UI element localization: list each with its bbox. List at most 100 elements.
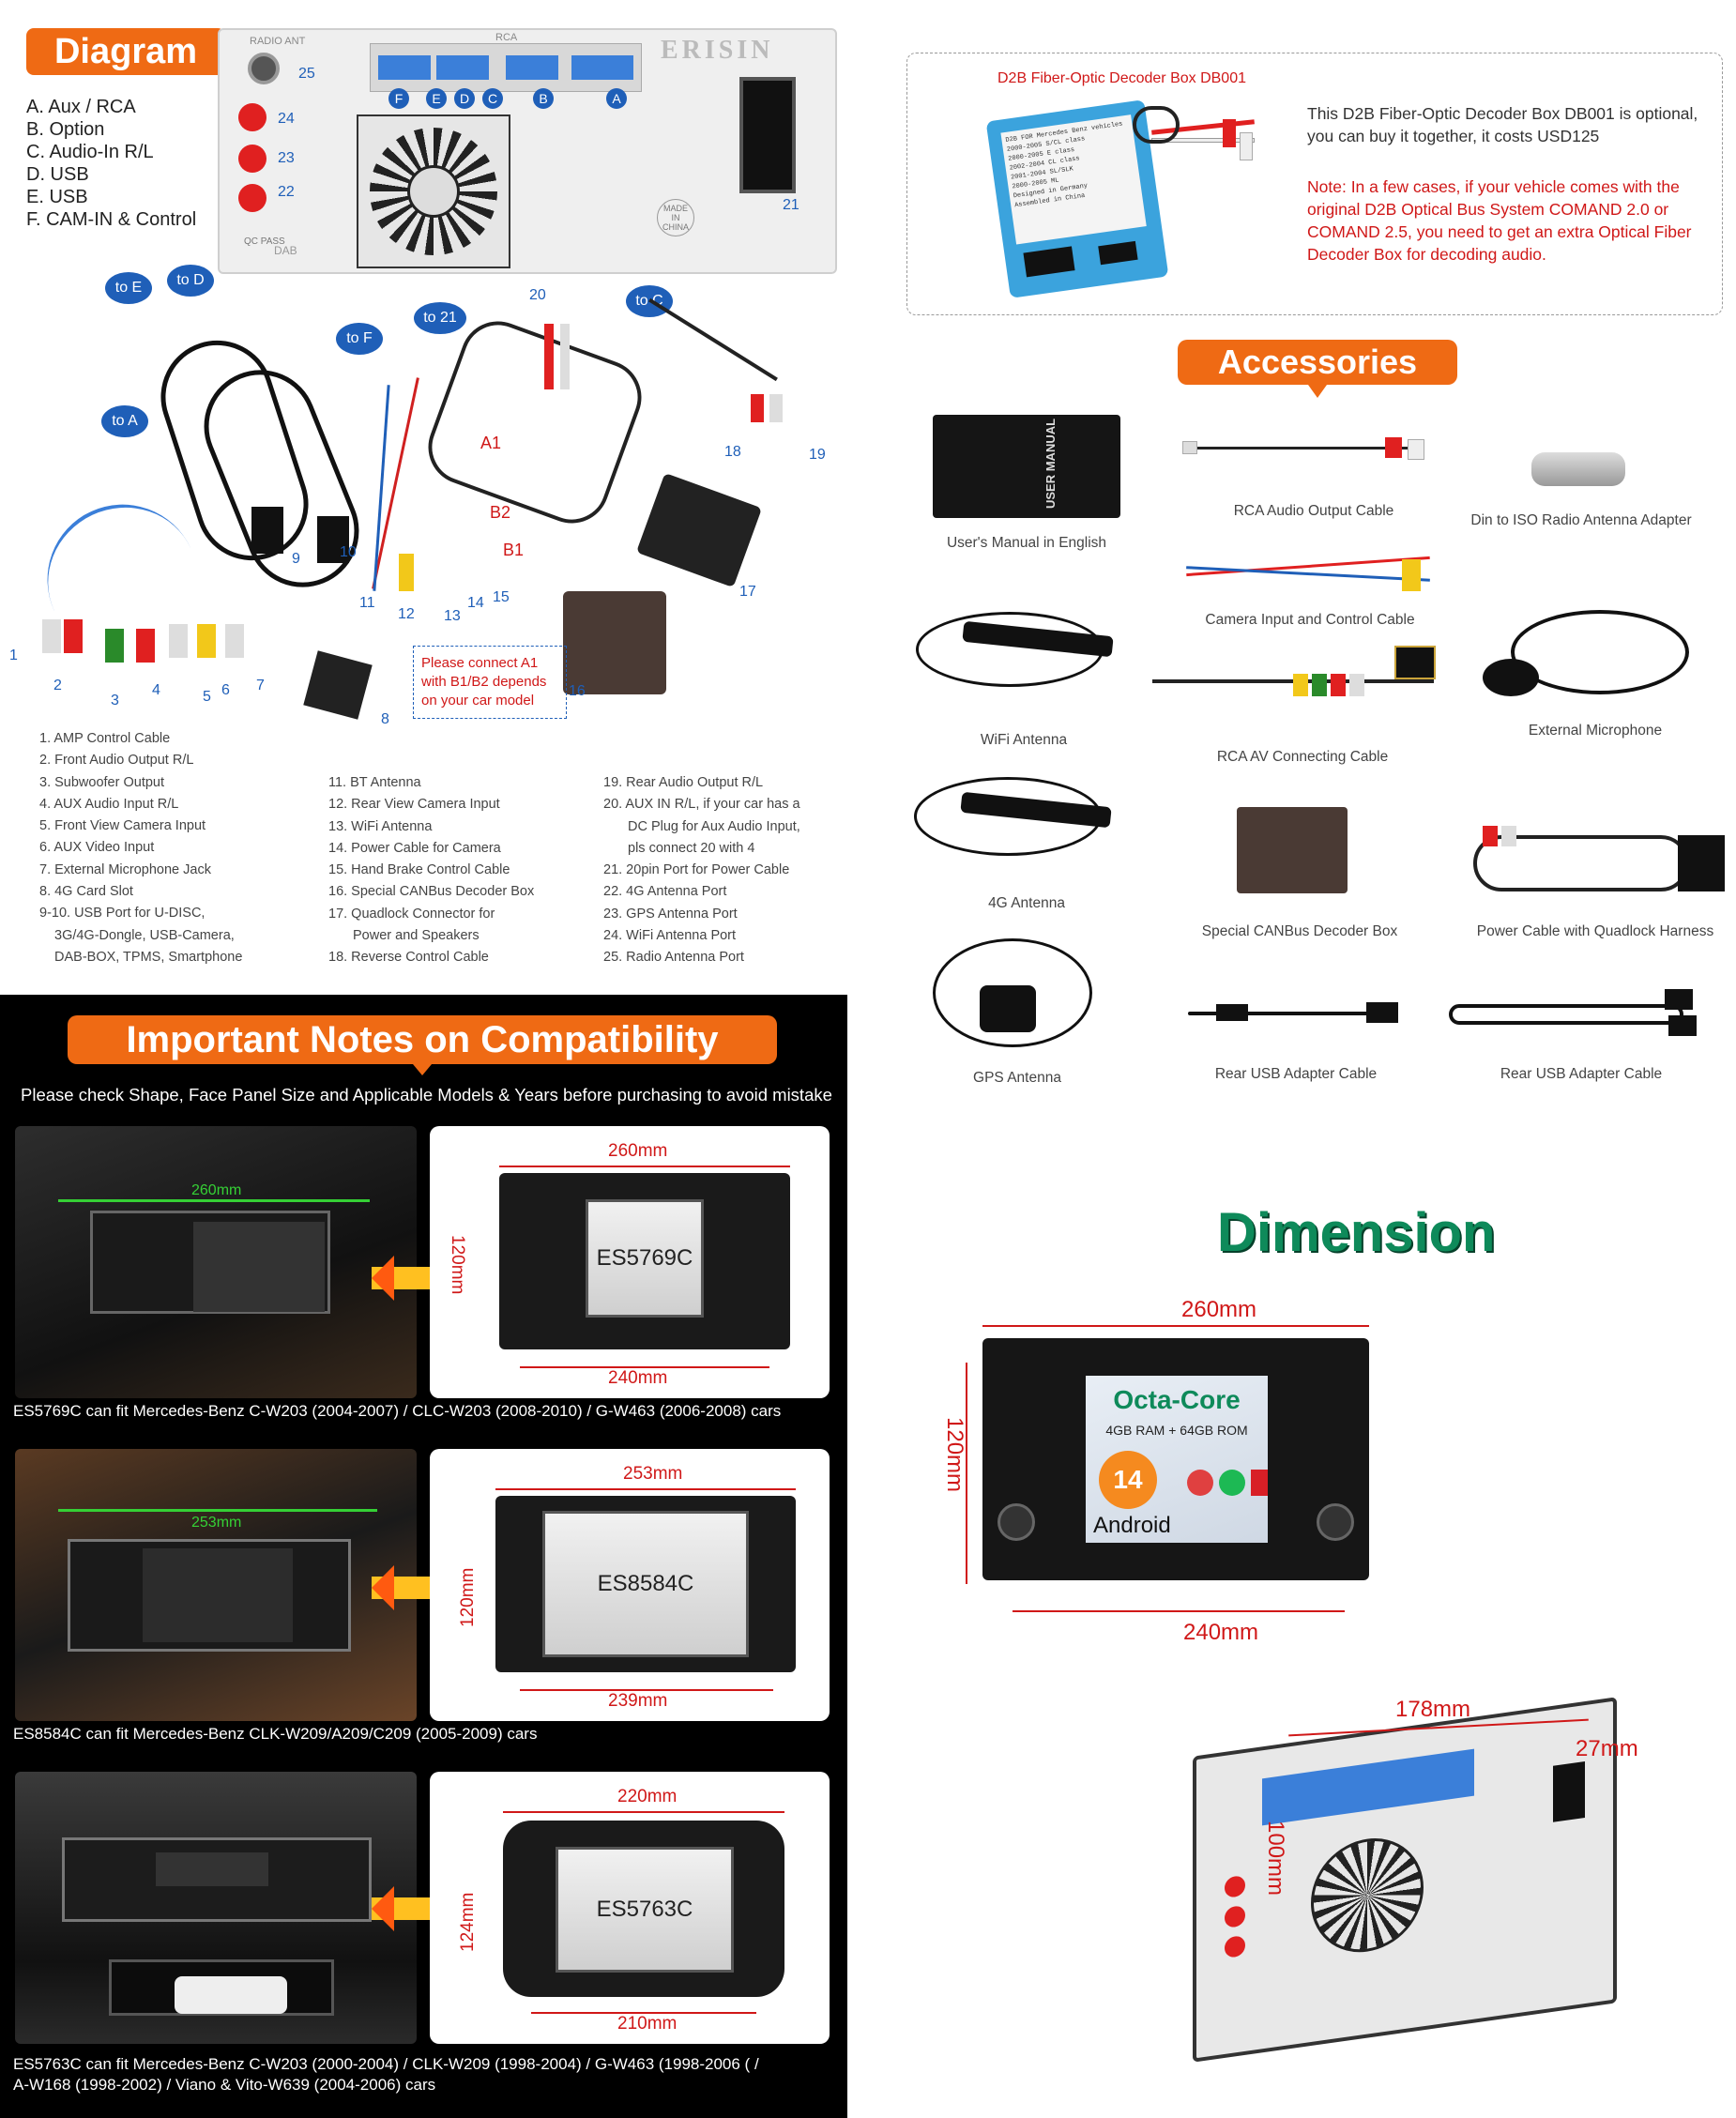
list-item: 8. 4G Card Slot xyxy=(39,884,133,900)
title-arrow xyxy=(413,1064,432,1075)
marker-a1: A1 xyxy=(480,434,502,452)
arrow-head xyxy=(372,1565,394,1610)
dim-bottom: 240mm xyxy=(1183,1620,1259,1645)
dimension-title: Dimension xyxy=(1217,1202,1496,1263)
dim-bottom: 240mm xyxy=(608,1368,668,1388)
title-arrow xyxy=(1308,385,1327,398)
accessories-section: Accessories USER MANUAL User's Manual in… xyxy=(845,319,1736,1098)
dimension-card-3: 220mm 124mm ES5763C 210mm xyxy=(430,1772,830,2044)
car-photo-1: 260mm xyxy=(15,1126,417,1398)
acc-label-camera-input: Camera Input and Control Cable xyxy=(1205,612,1415,628)
acc-label-antenna-adapter: Din to ISO Radio Antenna Adapter xyxy=(1470,512,1692,528)
app-icon xyxy=(1219,1470,1245,1496)
arrow-head xyxy=(372,1256,394,1301)
dim-bottom: 239mm xyxy=(608,1691,668,1711)
dim-side: 120mm xyxy=(448,1235,467,1295)
port-22-label: 22 xyxy=(278,184,295,200)
4g-port xyxy=(238,184,266,212)
arrow-head xyxy=(372,1886,394,1931)
tag-to-a: to A xyxy=(101,405,148,437)
model-caption-1: ES5769C can fit Mercedes-Benz C-W203 (20… xyxy=(13,1402,782,1420)
port-item: A. Aux / RCA xyxy=(26,97,136,117)
callout-3: 3 xyxy=(111,693,119,709)
connect-note: Please connect A1 with B1/B2 depends on … xyxy=(413,646,567,719)
acc-label-mic: External Microphone xyxy=(1528,723,1663,739)
wifi-port xyxy=(238,145,266,173)
usb-cable-image-2 xyxy=(1449,983,1702,1040)
list-item: pls connect 20 with 4 xyxy=(628,840,755,856)
cables-art xyxy=(0,297,845,723)
list-item: 16. Special CANBus Decoder Box xyxy=(328,884,535,900)
model-caption-3b: A-W168 (1998-2002) / Viano & Vito-W639 (… xyxy=(13,2076,436,2094)
app-icon xyxy=(1251,1470,1268,1496)
dim-top: 220mm xyxy=(617,1787,678,1806)
android-version-badge: 14 xyxy=(1099,1451,1157,1509)
radio-antenna-port xyxy=(248,53,280,84)
list-item: 11. BT Antenna xyxy=(328,775,421,790)
callout-14: 14 xyxy=(467,595,484,611)
photo-width-label: 260mm xyxy=(191,1182,242,1198)
callout-6: 6 xyxy=(221,682,230,698)
callout-8: 8 xyxy=(381,711,389,727)
tag-to-e: to E xyxy=(105,272,152,304)
callout-2: 2 xyxy=(53,678,62,693)
acc-label-manual: User's Manual in English xyxy=(946,535,1107,551)
letter-c: C xyxy=(482,88,503,109)
list-item: 12. Rear View Camera Input xyxy=(328,797,500,813)
car-photo-3 xyxy=(15,1772,417,2044)
list-item: 3G/4G-Dongle, USB-Camera, xyxy=(54,927,235,943)
tag-to-f: to F xyxy=(336,323,383,355)
av-cable-image xyxy=(1143,646,1462,721)
dim-top: 260mm xyxy=(1181,1297,1257,1322)
tune-knob xyxy=(1317,1503,1354,1541)
acc-label-power-cable: Power Cable with Quadlock Harness xyxy=(1476,923,1714,939)
power-connector-21 xyxy=(739,77,796,193)
list-item: 2. Front Audio Output R/L xyxy=(39,753,194,769)
port-item: F. CAM-IN & Control xyxy=(26,209,197,230)
dimension-card-2: 253mm 120mm ES8584C 239mm xyxy=(430,1449,830,1721)
app-icon xyxy=(1187,1470,1213,1496)
back-depth-label: 27mm xyxy=(1576,1736,1638,1761)
screen-subtitle: 4GB RAM + 64GB ROM xyxy=(1105,1423,1248,1438)
callout-19: 19 xyxy=(809,447,826,463)
canbus-box-image xyxy=(1237,807,1348,893)
callout-1: 1 xyxy=(9,648,18,663)
decoder-note: Note: In a few cases, if your vehicle co… xyxy=(1307,177,1692,264)
model-code: ES5763C xyxy=(556,1847,734,1973)
made-in-label: MADE IN CHINA xyxy=(657,199,694,236)
acc-label-usb-2: Rear USB Adapter Cable xyxy=(1500,1066,1663,1082)
gps-port xyxy=(238,103,266,131)
port-description-col2: 11. BT Antenna 12. Rear View Camera Inpu… xyxy=(328,772,534,969)
acc-label-rca-audio: RCA Audio Output Cable xyxy=(1233,503,1394,519)
compat-section: Important Notes on Compatibility Please … xyxy=(0,995,847,2118)
dim-side: 124mm xyxy=(458,1892,478,1952)
list-item: Power and Speakers xyxy=(353,928,480,944)
manual-cover-text: USER MANUAL xyxy=(1043,418,1058,509)
car-photo-2: 253mm xyxy=(15,1449,417,1721)
connector-f xyxy=(378,55,431,80)
decoder-box-panel: D2B Fiber-Optic Decoder Box DB001 D2B FO… xyxy=(906,53,1723,315)
brand-label: ERISIN xyxy=(661,36,774,65)
letter-b: B xyxy=(533,88,554,109)
qc-label: QC PASS xyxy=(244,236,285,247)
callout-17: 17 xyxy=(739,584,756,600)
list-item: 4. AUX Audio Input R/L xyxy=(39,796,179,812)
port-item: C. Audio-In R/L xyxy=(26,142,154,162)
list-item: 24. WiFi Antenna Port xyxy=(603,928,737,944)
port-item: E. USB xyxy=(26,187,88,207)
list-item: 5. Front View Camera Input xyxy=(39,818,206,834)
port-description-col1: 1. AMP Control Cable 2. Front Audio Outp… xyxy=(39,728,242,968)
callout-7: 7 xyxy=(256,678,265,693)
list-item: 3. Subwoofer Output xyxy=(39,774,164,790)
tag-to-d: to D xyxy=(167,265,214,297)
callout-4: 4 xyxy=(152,682,160,698)
letter-e: E xyxy=(426,88,447,109)
dim-side: 120mm xyxy=(942,1417,967,1493)
acc-label-canbus: Special CANBus Decoder Box xyxy=(1201,923,1398,939)
list-item: 13. WiFi Antenna xyxy=(328,818,433,834)
dimension-section: Dimension 260mm 120mm Octa-Core 4GB RAM … xyxy=(847,1145,1736,2118)
callout-9: 9 xyxy=(292,551,300,567)
list-item: 21. 20pin Port for Power Cable xyxy=(603,862,790,878)
acc-label-4g: 4G Antenna xyxy=(988,895,1065,911)
diagram-title: Diagram xyxy=(26,28,225,75)
